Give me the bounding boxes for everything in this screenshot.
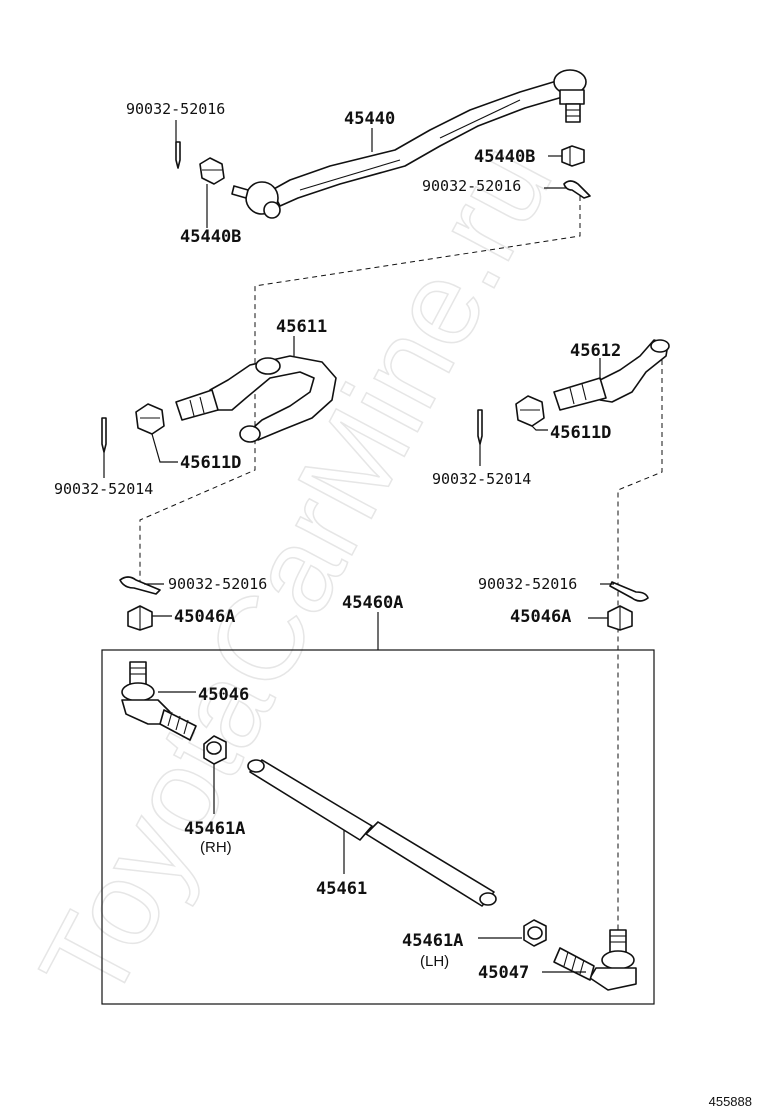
label-tie-rod-cotter-left: 90032-52016 (168, 575, 267, 593)
label-tie-rod-assy: 45460A (342, 593, 403, 613)
tie-rod-nut-right (607, 605, 633, 631)
tie-rod-end-lh (553, 929, 637, 991)
clamp-lh (523, 919, 547, 947)
label-clamp-lh-note: (LH) (420, 953, 449, 970)
tie-rod-nut-left (127, 605, 153, 631)
label-knuckle-arm-rh: 45611 (276, 317, 327, 337)
cotter-pin-right (477, 409, 483, 445)
label-clamp-rh: 45461A (184, 819, 245, 839)
label-cotter-pin-right: 90032-52014 (432, 470, 531, 488)
tie-rod-tube (247, 759, 497, 907)
label-tie-rod-nut-left: 45046A (174, 607, 235, 627)
knuckle-arm-lh (553, 339, 670, 411)
knuckle-nut-right (515, 395, 545, 427)
label-knuckle-arm-lh: 45612 (570, 341, 621, 361)
label-clamp-lh: 45461A (402, 931, 463, 951)
label-tie-rod-cotter-right: 90032-52016 (478, 575, 577, 593)
tie-rod-cotter-right (609, 581, 649, 602)
clamp-rh (203, 735, 227, 765)
diagram-code: 455888 (709, 1094, 752, 1109)
label-tie-rod-end-lh: 45047 (478, 963, 529, 983)
drag-link-nut-right (561, 145, 585, 167)
knuckle-arm-rh (175, 355, 337, 443)
drag-link (231, 69, 587, 219)
label-tie-rod-end-rh: 45046 (198, 685, 249, 705)
knuckle-nut-left (135, 403, 165, 435)
drag-link-cotter-pin-left (175, 141, 181, 169)
label-tie-rod-tube: 45461 (316, 879, 367, 899)
label-drag-link: 45440 (344, 109, 395, 129)
label-drag-link-cotter-pin-right: 90032-52016 (422, 177, 521, 195)
label-knuckle-nut-left: 45611D (180, 453, 241, 473)
cotter-pin-left (101, 417, 107, 453)
label-drag-link-cotter-pin: 90032-52016 (126, 100, 225, 118)
drag-link-nut-left (199, 157, 225, 185)
label-tie-rod-nut-right: 45046A (510, 607, 571, 627)
label-drag-link-nut-right: 45440B (474, 147, 535, 167)
label-drag-link-nut-left: 45440B (180, 227, 241, 247)
label-knuckle-nut-right: 45611D (550, 423, 611, 443)
tie-rod-cotter-left (119, 576, 161, 595)
watermark: ToyotaCarMine.ru (15, 123, 578, 1022)
label-clamp-rh-note: (RH) (200, 839, 232, 856)
label-cotter-pin-left: 90032-52014 (54, 480, 153, 498)
tie-rod-end-rh (121, 661, 197, 741)
